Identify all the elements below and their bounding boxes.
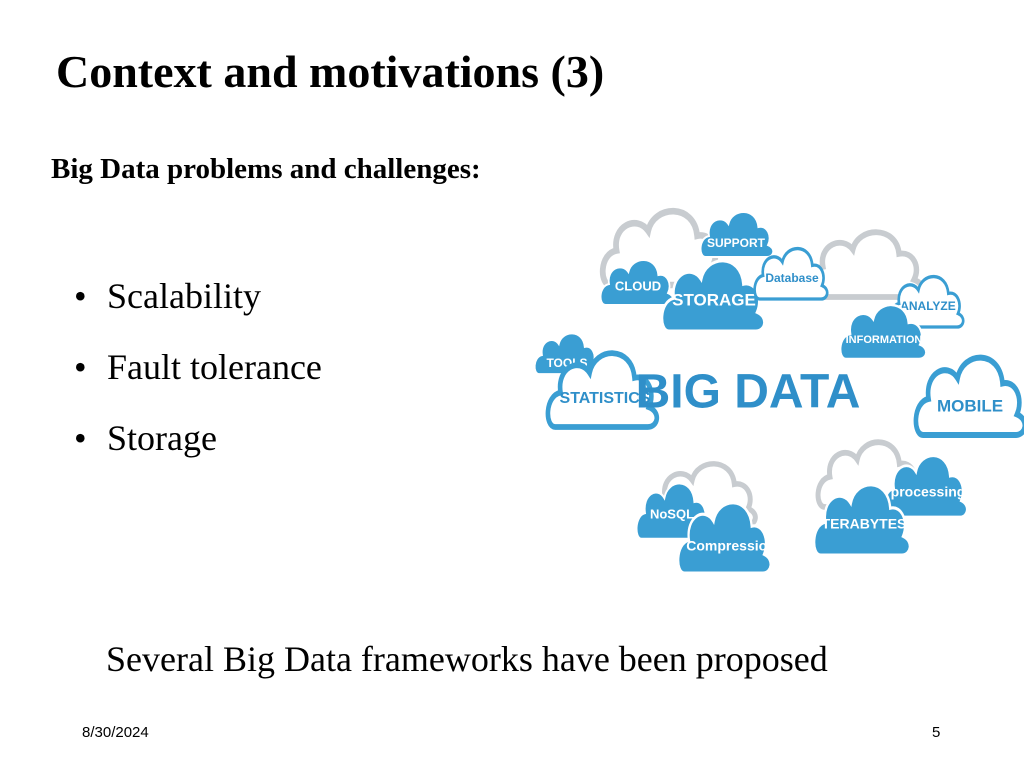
cloud-label-analyze: ANALYZE [900,299,956,313]
slide-date: 8/30/2024 [82,724,149,741]
cloud-label-compression: Compression [686,538,775,554]
cloud-label-statistics: STATISTICS [560,390,651,407]
page-number: 5 [932,724,941,741]
cloud-label-database: Database [765,271,819,285]
cloud-label-support: SUPPORT [707,236,766,250]
big-data-label: BIG DATA [636,366,861,419]
slide-title: Context and motivations (3) [56,46,605,97]
bullet-icon: • [74,418,87,458]
list-item: • Scalability [74,278,322,314]
challenge-list: • Scalability • Fault tolerance • Storag… [74,278,322,491]
cloud-label-terabytes: TERABYTES [822,516,907,532]
closing-statement: Several Big Data frameworks have been pr… [106,639,828,679]
bullet-icon: • [74,276,87,316]
cloud-label-information: INFORMATION [846,334,923,346]
bullet-icon: • [74,347,87,387]
list-item: • Storage [74,420,322,456]
cloud-cluster-illustration: SUPPORT CLOUD STORAGE Database ANALYZE I… [533,195,1024,575]
cloud-label-nosql: NoSQL [650,506,694,521]
bullet-text: Fault tolerance [107,347,322,387]
cloud-label-storage: STORAGE [672,290,756,309]
cloud-label-cloud: CLOUD [615,278,661,293]
list-item: • Fault tolerance [74,349,322,385]
slide-subtitle: Big Data problems and challenges: [51,153,481,185]
cloud-support [699,210,775,258]
cloud-label-mobile: MOBILE [937,396,1003,415]
cloud-label-processing: processing [891,484,966,500]
bullet-text: Storage [107,418,217,458]
bullet-text: Scalability [107,276,261,316]
big-data-graphic: SUPPORT CLOUD STORAGE Database ANALYZE I… [530,195,1024,580]
